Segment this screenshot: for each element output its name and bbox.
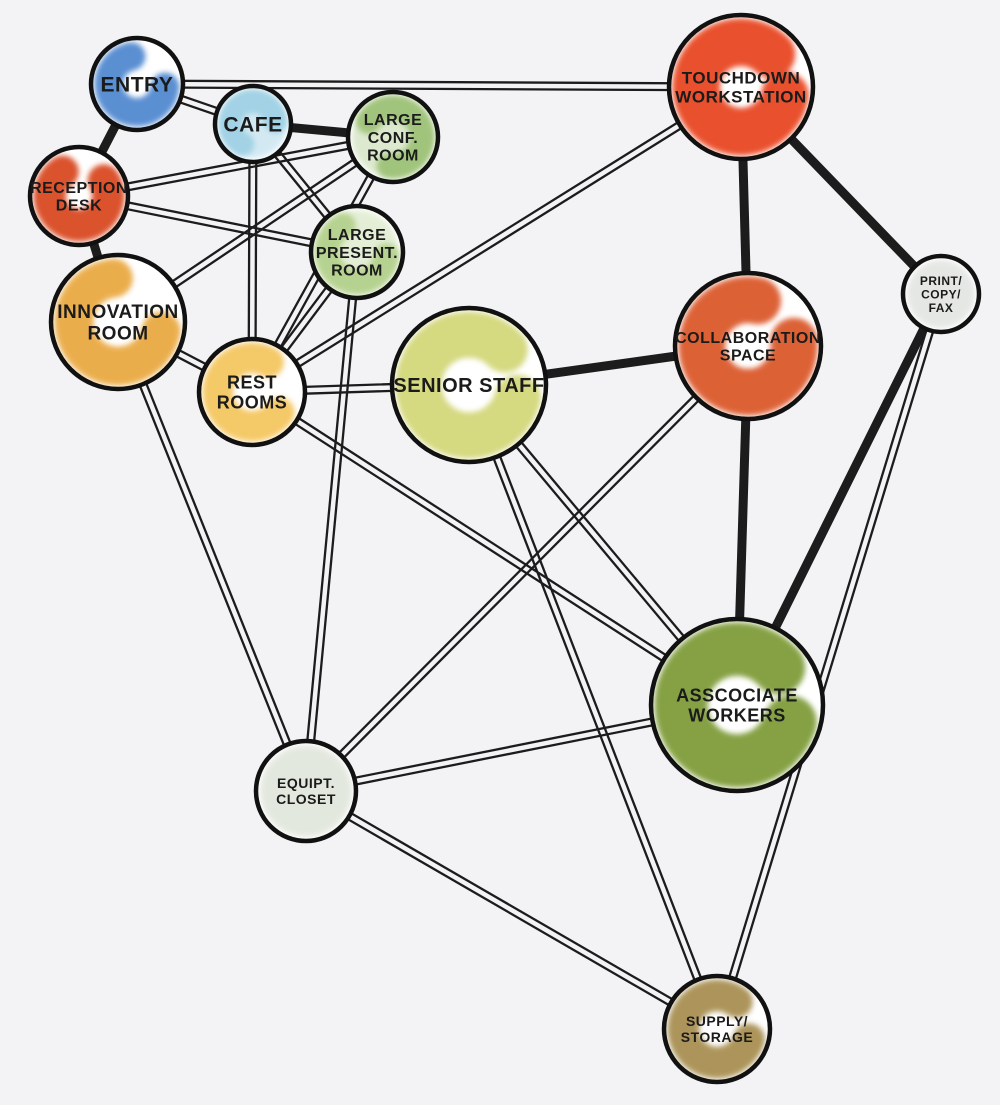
assoc-outline [648,616,826,794]
node-cafe: CAFE [212,83,294,165]
node-supply: SUPPLY/STORAGE [661,973,773,1085]
reception-outline [27,144,131,248]
large_conf-watercolor-crescent [356,95,435,179]
supply-outline [661,973,773,1085]
edge-large_present-equipt-double [301,250,362,793]
print-label: PRINT/COPY/FAX [920,274,963,315]
touchdown-watercolor-crescent [672,18,809,156]
edge-reception-large_conf-double [77,132,395,201]
print-wash [907,260,975,328]
edge-rest-touchdown-double [249,82,744,397]
large_conf-outline [345,89,441,185]
equipt-wash [260,745,352,837]
large_present-outline [308,203,406,301]
rest-watercolor-crescent [202,342,295,442]
edge-print-supply-double [712,291,946,1032]
large_present-watercolor-crescent [314,212,400,295]
edge-senior-supply-double [464,382,722,1032]
innovation-watercolor-crescent [54,258,181,386]
edge-innovation-equipt-double [113,319,311,794]
touchdown-outline [666,12,816,162]
cafe-watercolor-crescent [218,89,288,156]
senior-outline [389,305,549,465]
senior-watercolor-crescent [395,311,541,459]
entry-label: ENTRY [101,74,174,97]
innovation-outline [48,252,188,392]
node-entry: ENTRY [88,35,186,133]
supply-watercolor-crescent [667,979,765,1079]
collab-watercolor-crescent [678,276,818,416]
print-outline [900,253,982,335]
edge-equipt-supply-double [303,786,720,1034]
equipt-label: EQUIPT.CLOSET [276,775,336,807]
cafe-label: CAFE [223,114,282,137]
rest-outline [196,336,308,448]
node-print: PRINT/COPY/FAX [900,253,982,335]
collab-outline [672,270,824,422]
entry-outline [88,35,186,133]
edge-collab-equipt-double [302,342,752,795]
assoc-watercolor-crescent [654,622,817,788]
entry-watercolor-crescent [94,42,180,127]
senior-label: SENIOR STAFF [393,375,544,397]
supply-label: SUPPLY/STORAGE [681,1013,753,1045]
cafe-outline [212,83,294,165]
equipt-outline [253,738,359,844]
node-equipt: EQUIPT.CLOSET [253,738,359,844]
reception-watercolor-crescent [33,155,125,242]
edge-rest-assoc-double [249,387,740,710]
node-senior: SENIOR STAFF [389,305,549,465]
